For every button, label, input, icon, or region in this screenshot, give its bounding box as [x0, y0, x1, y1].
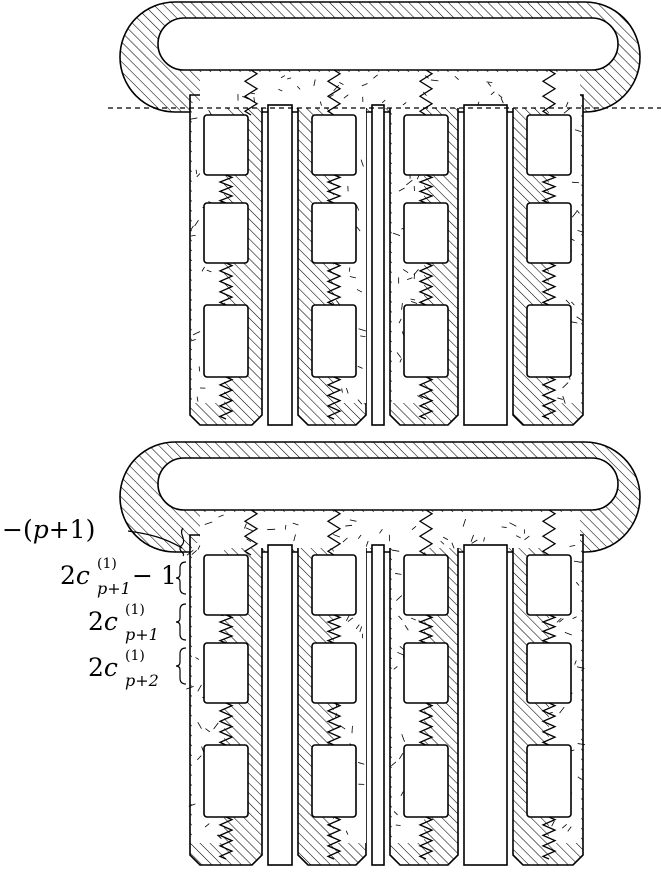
svg-text:−(p+1): −(p+1)	[2, 515, 95, 544]
cell-block	[312, 555, 356, 615]
comb-slot	[464, 105, 507, 425]
inner-hole	[158, 18, 618, 70]
cell-block	[527, 115, 571, 175]
brace-2	[176, 604, 186, 640]
svg-text:− 1: − 1	[132, 561, 177, 590]
cell-block	[527, 555, 571, 615]
cell-block	[312, 643, 356, 703]
cell-block	[404, 115, 448, 175]
svg-text:p+1: p+1	[125, 625, 159, 644]
svg-text:(1): (1)	[125, 602, 145, 618]
comb-slot	[372, 545, 384, 865]
label-2c-p1-minus-1: 2c (1) p+1 − 1	[60, 556, 186, 598]
svg-text:2c: 2c	[60, 561, 90, 590]
label-2c-p1: 2c (1) p+1	[88, 602, 186, 644]
cell-block	[204, 115, 248, 175]
comb-slot	[372, 105, 384, 425]
cell-block	[527, 203, 571, 263]
cell-block	[312, 745, 356, 817]
brace-3	[176, 648, 186, 684]
svg-text:2c: 2c	[88, 607, 118, 636]
fill-stroke	[267, 529, 275, 530]
cell-block	[527, 643, 571, 703]
bar-light-region	[200, 72, 580, 108]
cell-block	[404, 203, 448, 263]
cell-block	[204, 203, 248, 263]
bottom-panel	[120, 442, 640, 865]
svg-text:p+2: p+2	[125, 671, 159, 690]
cell-block	[312, 115, 356, 175]
svg-text:(1): (1)	[97, 556, 117, 572]
comb-slot	[268, 545, 292, 865]
svg-text:p+1: p+1	[97, 579, 131, 598]
cell-block	[527, 745, 571, 817]
svg-text:2c: 2c	[88, 653, 118, 682]
cell-block	[312, 203, 356, 263]
cell-block	[404, 745, 448, 817]
cell-block	[404, 643, 448, 703]
fill-stroke	[396, 825, 401, 826]
comb-slot	[464, 545, 507, 865]
bar-light-region	[200, 512, 580, 548]
brace-1	[176, 562, 186, 594]
comb-slot	[268, 105, 292, 425]
cell-block	[204, 745, 248, 817]
cell-block	[312, 305, 356, 377]
cell-block	[204, 643, 248, 703]
label-2c-p2: 2c (1) p+2	[88, 648, 186, 690]
cell-block	[527, 305, 571, 377]
cell-block	[404, 305, 448, 377]
fill-stroke	[572, 182, 579, 183]
top-panel	[108, 2, 661, 425]
cell-block	[404, 555, 448, 615]
cell-block	[204, 305, 248, 377]
cell-block	[204, 555, 248, 615]
svg-text:(1): (1)	[125, 648, 145, 664]
inner-hole	[158, 458, 618, 510]
